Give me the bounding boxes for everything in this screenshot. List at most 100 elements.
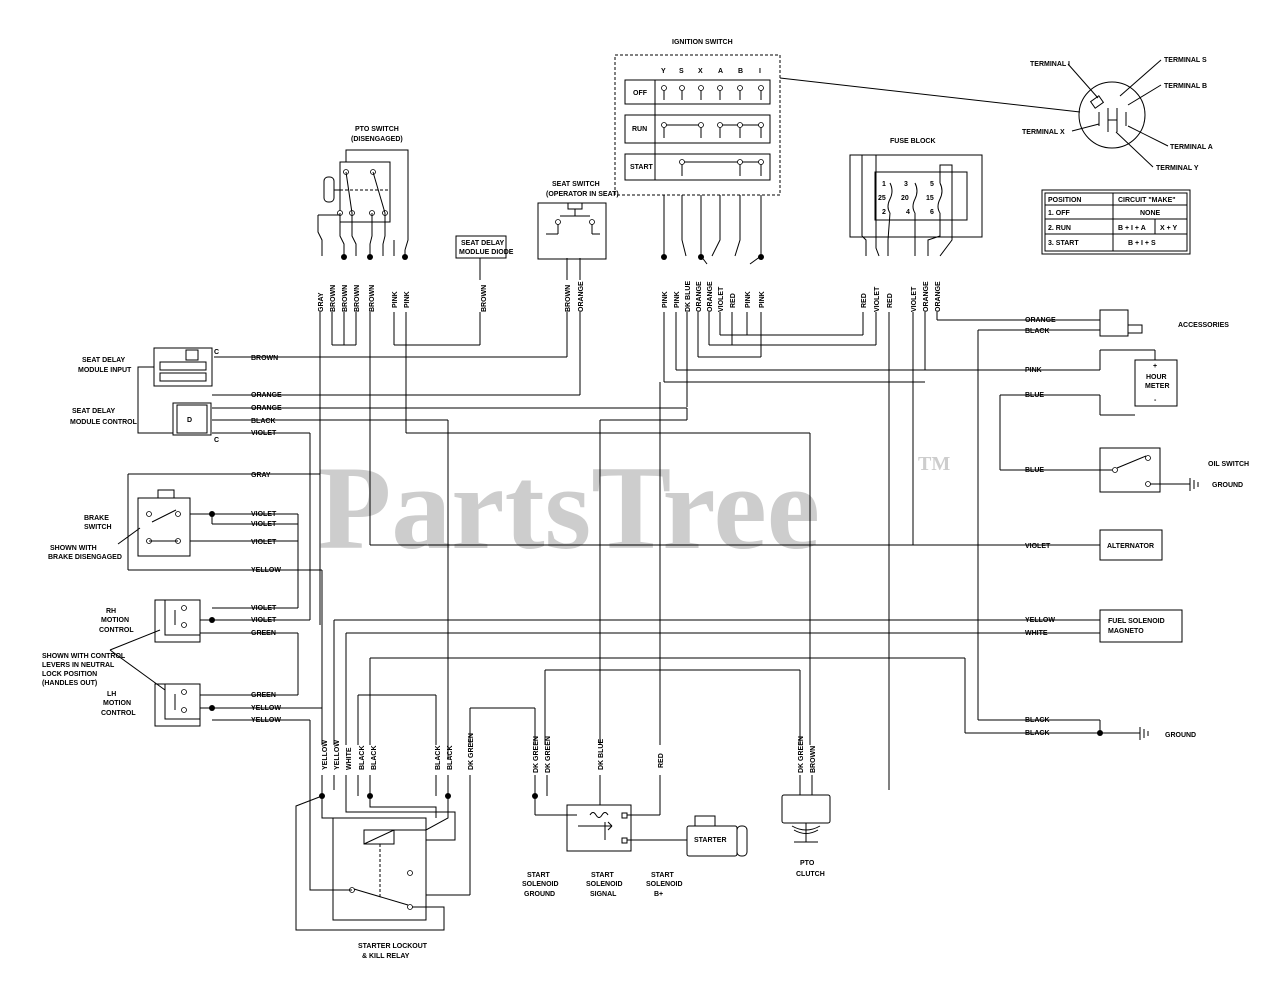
fuse-1: 1 — [882, 181, 886, 188]
fuse-2: 2 — [882, 209, 886, 216]
hour-meter-minus: - — [1154, 397, 1157, 404]
rh-motion-label: RH — [106, 608, 116, 615]
table-row-start-make: B + I + S — [1128, 240, 1156, 247]
wire-label: BLUE — [1025, 392, 1044, 399]
wire-label: PINK — [662, 291, 669, 308]
left-wire-labels: BROWN ORANGE ORANGE BLACK VIOLET GRAY VI… — [251, 355, 282, 724]
lh-motion-label-2: MOTION — [103, 700, 131, 707]
seat-delay-input-label: SEAT DELAY — [82, 357, 126, 364]
ss-signal-label-3: SIGNAL — [590, 891, 617, 898]
hour-meter-label: HOUR — [1146, 374, 1167, 381]
ss-ground-label-3: GROUND — [524, 891, 555, 898]
wire-label: YELLOW — [251, 705, 281, 712]
wire-label: RED — [861, 293, 868, 308]
seat-switch: SEAT SWITCH (OPERATOR IN SEAT) — [537, 181, 619, 260]
fuse-4: 4 — [906, 209, 910, 216]
seat-diode-label: SEAT DELAY — [461, 240, 505, 247]
starter-lockout-relay: STARTER LOCKOUT & KILL RELAY — [295, 745, 471, 960]
ss-b-label-2: SOLENOID — [646, 881, 683, 888]
wire-label: PINK — [404, 291, 411, 308]
wire-label: VIOLET — [911, 286, 918, 312]
seat-delay-input-label-2: MODULE INPUT — [78, 367, 132, 374]
table-header-circuit: CIRCUIT "MAKE" — [1118, 197, 1176, 204]
wire-label: ORANGE — [578, 281, 585, 312]
pto-switch: PTO SWITCH (DISENGAGED) — [317, 126, 409, 260]
wire-label: RED — [658, 753, 665, 768]
wire-label: YELLOW — [334, 740, 341, 770]
ign-row-off: OFF — [633, 90, 648, 97]
ign-col-x: X — [698, 68, 703, 75]
wire-label: DK GREEN — [533, 736, 540, 773]
wire-label: VIOLET — [251, 605, 277, 612]
oil-switch-label: OIL SWITCH — [1208, 461, 1249, 468]
wire-label: ORANGE — [696, 281, 703, 312]
alternator-label: ALTERNATOR — [1107, 543, 1154, 550]
ss-ground-label: START — [527, 872, 551, 879]
wire-label: DK BLUE — [685, 281, 692, 312]
brake-note-2: BRAKE DISENGAGED — [48, 554, 122, 561]
wire-label: VIOLET — [251, 430, 277, 437]
c-label-control: C — [214, 437, 219, 444]
lever-note-line: SHOWN WITH CONTROL — [42, 653, 126, 660]
fuse-5: 5 — [930, 181, 934, 188]
wire-label: ORANGE — [935, 281, 942, 312]
lever-note-line-3: LOCK POSITION — [42, 671, 97, 678]
alternator: ALTERNATOR — [1099, 529, 1163, 561]
oil-switch: OIL SWITCH GROUND — [1099, 447, 1249, 493]
fuel-solenoid-label: FUEL SOLENOID — [1108, 618, 1165, 625]
watermark-tm: TM — [918, 453, 950, 475]
wire-label: YELLOW — [251, 567, 281, 574]
brake-switch: BRAKE SWITCH SHOWN WITH BRAKE DISENGAGED — [48, 489, 215, 561]
watermark: PartsTree — [318, 441, 820, 574]
accessories-connector: ACCESSORIES — [1099, 309, 1229, 337]
wire-network — [127, 258, 1156, 790]
pto-clutch: PTO CLUTCH — [781, 775, 831, 878]
fuse-block: FUSE BLOCK 1 3 5 25 20 15 2 4 6 — [849, 138, 983, 257]
wire-label: YELLOW — [322, 740, 329, 770]
wire-label: GRAY — [318, 292, 325, 312]
terminal-s-label: TERMINAL S — [1164, 57, 1207, 64]
ign-row-run: RUN — [632, 126, 647, 133]
terminal-y-label: TERMINAL Y — [1156, 165, 1199, 172]
ign-col-a: A — [718, 68, 723, 75]
wire-label: VIOLET — [251, 617, 277, 624]
rh-motion-label-2: MOTION — [101, 617, 129, 624]
wire-label: DK GREEN — [798, 736, 805, 773]
start-solenoid: START SOLENOID GROUND START SOLENOID SIG… — [522, 775, 687, 898]
brake-note: SHOWN WITH — [50, 545, 97, 552]
seat-switch-label: SEAT SWITCH — [552, 181, 600, 188]
ignition-switch-label: IGNITION SWITCH — [672, 39, 733, 46]
relay-label: STARTER LOCKOUT — [358, 943, 428, 950]
ss-ground-label-2: SOLENOID — [522, 881, 559, 888]
seat-delay-module-control: SEAT DELAY MODULE CONTROL D C — [70, 366, 219, 444]
wire-label: BROWN — [342, 285, 349, 312]
starter-motor: STARTER — [686, 815, 748, 857]
lh-motion-label: LH — [107, 691, 116, 698]
table-row-run: 2. RUN — [1048, 225, 1071, 232]
wire-label: BROWN — [810, 746, 817, 773]
ign-col-b: B — [738, 68, 743, 75]
wire-label: PINK — [1025, 367, 1042, 374]
table-row-start: 3. START — [1048, 240, 1079, 247]
lh-motion-label-3: CONTROL — [101, 710, 136, 717]
wire-label: PINK — [674, 291, 681, 308]
wire-label: BLACK — [435, 746, 442, 771]
ss-b-label-3: B+ — [654, 891, 663, 898]
hour-meter: + HOUR METER - — [1134, 359, 1178, 407]
brake-switch-label-2: SWITCH — [84, 524, 112, 531]
seat-switch-state: (OPERATOR IN SEAT) — [546, 191, 619, 198]
wire-label: PINK — [392, 291, 399, 308]
ign-row-start: START — [630, 164, 654, 171]
hour-meter-label-2: METER — [1145, 383, 1170, 390]
wire-label: YELLOW — [1025, 617, 1055, 624]
wire-label: DK GREEN — [468, 733, 475, 770]
table-row-off: 1. OFF — [1048, 210, 1071, 217]
wire-label: VIOLET — [251, 511, 277, 518]
seat-delay-diode: SEAT DELAY MODLUE DIODE — [455, 235, 514, 280]
wire-label: WHITE — [346, 747, 353, 770]
d-label: D — [187, 417, 192, 424]
c-label-input: C — [214, 349, 219, 356]
wire-label: BROWN — [481, 285, 488, 312]
wire-label: BROWN — [330, 285, 337, 312]
magneto-label: MAGNETO — [1108, 628, 1144, 635]
